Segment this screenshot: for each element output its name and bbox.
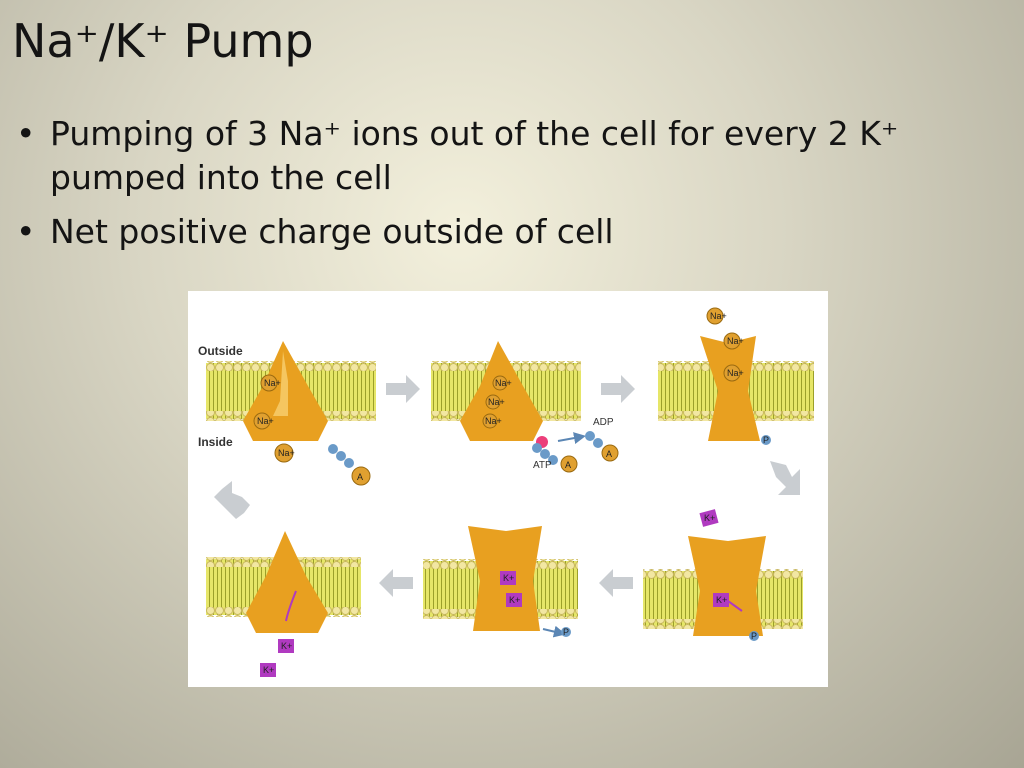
- svg-text:A: A: [606, 449, 612, 459]
- svg-text:K+: K+: [509, 595, 520, 605]
- svg-text:Na+: Na+: [278, 448, 295, 458]
- bullet-item: Net positive charge outside of cell: [14, 210, 1004, 254]
- svg-text:A: A: [357, 472, 363, 482]
- svg-text:Na+: Na+: [485, 416, 502, 426]
- inside-label: Inside: [198, 435, 233, 449]
- arrow-down-icon: [770, 461, 800, 495]
- slide-title: Na⁺/K⁺ Pump: [12, 14, 314, 68]
- arrow-right-icon: [386, 375, 420, 403]
- step-2-panel: Na+ Na+ Na+ A ATP ADP A: [431, 341, 619, 473]
- bullet-list: Pumping of 3 Na⁺ ions out of the cell fo…: [14, 112, 1004, 264]
- arrow-right-icon: [601, 375, 635, 403]
- svg-text:Na+: Na+: [727, 336, 744, 346]
- svg-text:Na+: Na+: [264, 378, 281, 388]
- arrow-up-icon: [214, 481, 250, 519]
- step-4-panel: K+ K+ P: [643, 509, 803, 641]
- svg-text:P: P: [751, 631, 757, 641]
- svg-text:P: P: [763, 435, 769, 445]
- svg-text:Na+: Na+: [710, 311, 727, 321]
- step-3-panel: Na+ Na+ Na+ P: [658, 307, 814, 445]
- svg-text:Na+: Na+: [488, 397, 505, 407]
- svg-text:K+: K+: [503, 573, 514, 583]
- step-6-panel: K+ K+: [206, 531, 361, 677]
- svg-text:K+: K+: [704, 513, 715, 523]
- svg-text:Na+: Na+: [257, 416, 274, 426]
- svg-text:ATP: ATP: [533, 460, 552, 471]
- svg-text:A: A: [565, 460, 571, 470]
- step-1-panel: Na+ Na+ Na+ A: [206, 341, 376, 486]
- svg-text:K+: K+: [263, 665, 274, 675]
- na-k-pump-diagram: Outside Inside Na+ Na+ Na+ A Na+ Na+ Na+…: [188, 291, 828, 687]
- svg-text:P: P: [563, 627, 569, 637]
- svg-text:ADP: ADP: [593, 417, 614, 428]
- svg-text:K+: K+: [716, 595, 727, 605]
- outside-label: Outside: [198, 344, 243, 358]
- svg-text:K+: K+: [281, 641, 292, 651]
- svg-text:Na+: Na+: [495, 378, 512, 388]
- svg-text:Na+: Na+: [727, 368, 744, 378]
- arrow-left-icon: [379, 569, 413, 597]
- arrow-left-icon: [599, 569, 633, 597]
- step-5-panel: K+ K+ P: [423, 526, 578, 638]
- bullet-item: Pumping of 3 Na⁺ ions out of the cell fo…: [14, 112, 1004, 200]
